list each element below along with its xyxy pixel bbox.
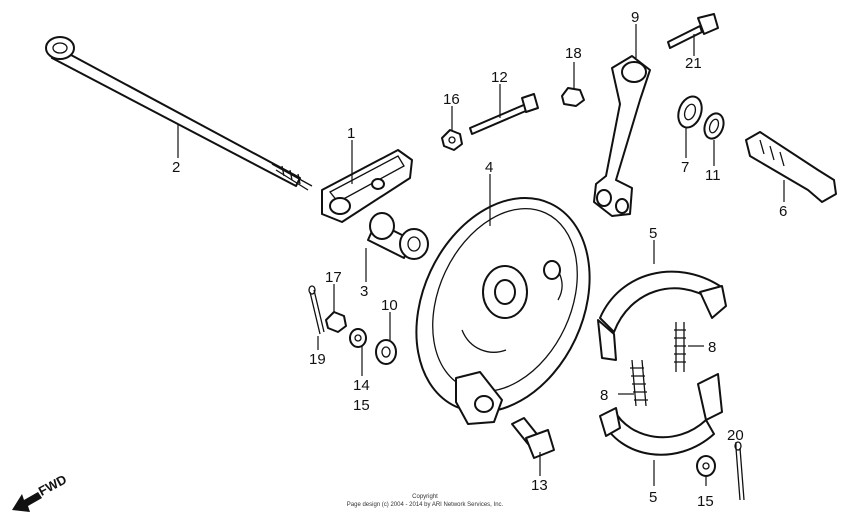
callout-16: 16 bbox=[443, 91, 460, 108]
callout-3: 3 bbox=[360, 283, 368, 300]
page-design-credit: Page design (c) 2004 - 2014 by ARI Netwo… bbox=[346, 502, 504, 508]
callout-5-upper: 5 bbox=[649, 225, 657, 242]
callout-17: 17 bbox=[325, 269, 342, 286]
callout-20: 20 bbox=[727, 427, 744, 444]
callout-8-right: 8 bbox=[708, 339, 716, 356]
callout-4: 4 bbox=[485, 159, 493, 176]
copyright-line: Copyright bbox=[412, 494, 438, 500]
part-shoe-spring-left[interactable] bbox=[630, 359, 648, 407]
part-shoe-spring-right[interactable] bbox=[674, 322, 686, 372]
forward-direction-indicator: FWD bbox=[8, 470, 78, 514]
leader-lines bbox=[177, 24, 785, 486]
callout-15-left: 15 bbox=[353, 397, 370, 414]
callout-1: 1 bbox=[347, 125, 355, 142]
part-washer-15[interactable] bbox=[696, 455, 716, 477]
part-axle[interactable] bbox=[45, 36, 313, 191]
part-nut-18[interactable] bbox=[561, 87, 585, 107]
part-cotter-pin-19[interactable] bbox=[308, 285, 325, 335]
part-brake-cam[interactable] bbox=[745, 131, 837, 203]
callout-6: 6 bbox=[779, 203, 787, 220]
part-spacer-collar[interactable] bbox=[367, 212, 429, 260]
part-brake-panel[interactable] bbox=[383, 170, 623, 441]
part-brake-arm[interactable] bbox=[593, 55, 651, 217]
callout-7: 7 bbox=[681, 159, 689, 176]
part-collar-10[interactable] bbox=[375, 339, 397, 365]
part-pivot-bolt[interactable] bbox=[511, 417, 555, 459]
callout-2: 2 bbox=[172, 159, 180, 176]
part-adjuster-plate[interactable] bbox=[321, 149, 413, 223]
callout-21: 21 bbox=[685, 55, 702, 72]
callout-11: 11 bbox=[705, 167, 721, 184]
part-brake-shoe-upper[interactable] bbox=[597, 270, 727, 361]
part-arm-bolt[interactable] bbox=[667, 13, 719, 49]
part-o-ring[interactable] bbox=[701, 111, 727, 142]
callout-14: 14 bbox=[353, 377, 370, 394]
callout-19: 19 bbox=[309, 351, 326, 368]
part-nut-16[interactable] bbox=[441, 129, 463, 151]
part-cotter-pin-20[interactable] bbox=[734, 441, 745, 501]
callout-8-left: 8 bbox=[600, 387, 608, 404]
callout-9: 9 bbox=[631, 9, 639, 26]
callout-5-lower: 5 bbox=[649, 489, 657, 506]
callout-18: 18 bbox=[565, 45, 582, 62]
callout-13: 13 bbox=[531, 477, 548, 494]
part-bolt-12[interactable] bbox=[469, 93, 539, 135]
fwd-arrow-icon: FWD bbox=[12, 472, 69, 512]
part-brake-shoe-lower[interactable] bbox=[599, 373, 723, 456]
part-dust-seal[interactable] bbox=[674, 93, 706, 131]
part-nut-17[interactable] bbox=[325, 311, 347, 333]
callout-15-right: 15 bbox=[697, 493, 714, 510]
callout-10: 10 bbox=[381, 297, 398, 314]
callout-12: 12 bbox=[491, 69, 508, 86]
part-washer-14[interactable] bbox=[349, 328, 367, 348]
